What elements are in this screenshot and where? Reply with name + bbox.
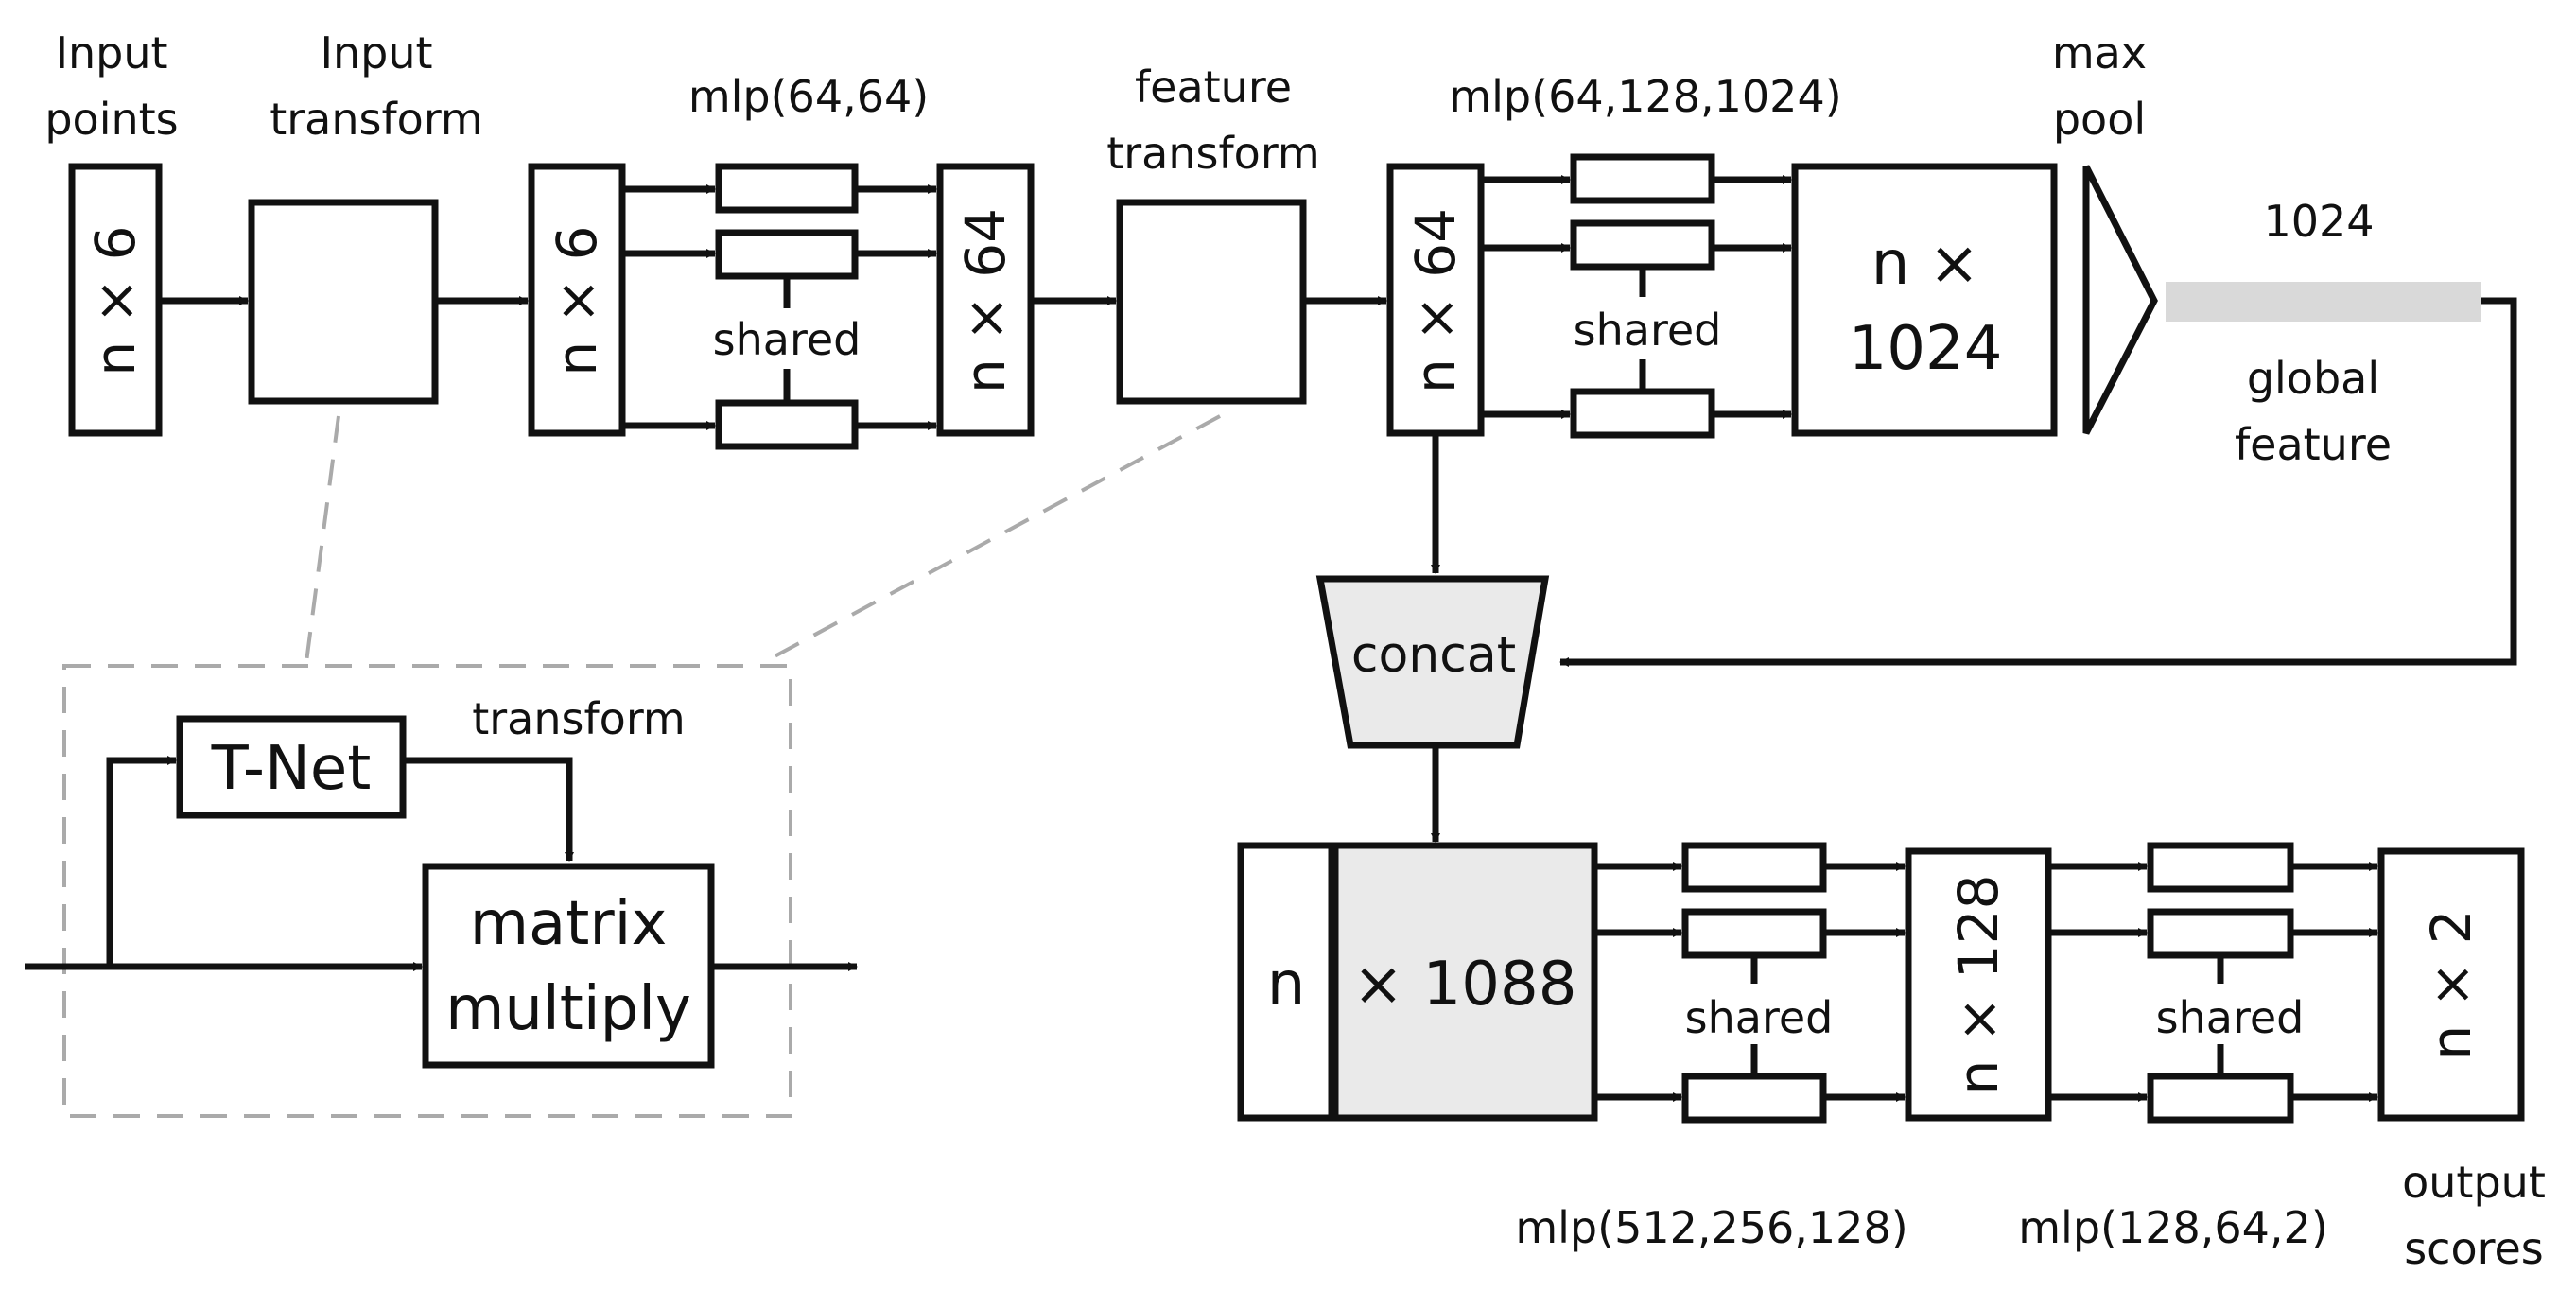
- transformed-points-block: [528, 163, 626, 437]
- input-transform-block: [248, 199, 439, 405]
- max-pool-triangle: [2082, 165, 2158, 435]
- global-feature-label-line2: feature: [2235, 419, 2392, 470]
- tnet-input-branch-arrow: [106, 756, 177, 967]
- seg-1088-label: × 1088: [1353, 950, 1577, 1020]
- features-128-block: [1905, 847, 2052, 1122]
- tnet-label: T-Net: [211, 734, 372, 804]
- matrix-multiply-label-line2: multiply: [445, 974, 691, 1044]
- global-feature-label-line1: global: [2247, 353, 2379, 404]
- callout-line-feature-transform: [763, 414, 1221, 664]
- mlp2-layer-2: [1570, 219, 1715, 271]
- matrix-multiply-label-line1: matrix: [470, 889, 668, 959]
- mlp1-layer-1: [715, 163, 859, 214]
- features-64-dim: n × 64: [953, 208, 1018, 393]
- output-scores-label-line1: output: [2402, 1157, 2546, 1208]
- concat-block: [1315, 575, 1550, 749]
- mlp4-label: mlp(128,64,2): [2018, 1202, 2328, 1253]
- mlp4-layer-1: [2147, 842, 2294, 893]
- feature-transform-block: [1116, 199, 1307, 405]
- features-1024-dim-line1: n ×: [1871, 229, 1980, 299]
- feature-transform-label-line1: feature: [1135, 61, 1292, 113]
- transformed-points-dim: n × 6: [545, 225, 609, 375]
- global-feature-bar: [2166, 282, 2481, 322]
- mlp1-layer-3: [715, 399, 859, 450]
- global-feature-dim: 1024: [2263, 196, 2374, 247]
- mlp4-layer-3: [2147, 1073, 2294, 1124]
- tnet-block: [176, 715, 407, 819]
- matrix-multiply-block: [422, 863, 715, 1069]
- features-1024-dim-line2: 1024: [1849, 314, 2003, 384]
- output-scores-label-line2: scores: [2404, 1223, 2544, 1274]
- features-64-block: [936, 163, 1035, 437]
- seg-1088-block: [1332, 842, 1598, 1122]
- max-pool-label-line1: max: [2052, 27, 2147, 79]
- concat-label: concat: [1351, 627, 1516, 684]
- mlp2-layer-3: [1570, 388, 1715, 439]
- features-1024-block: [1791, 163, 2058, 437]
- input-points-dim: n × 6: [83, 225, 148, 375]
- feature-transform-label-line2: transform: [1106, 128, 1320, 179]
- mlp1-layer-2: [715, 229, 859, 280]
- transformed-features-64-block: [1386, 163, 1485, 437]
- mlp4-layer-2: [2147, 908, 2294, 959]
- output-2-dim: n × 2: [2419, 909, 2483, 1059]
- input-points-block: [68, 163, 163, 437]
- input-transform-label-line1: Input: [320, 27, 432, 79]
- input-transform-label-line2: transform: [270, 94, 483, 145]
- features-128-dim: n × 128: [1946, 875, 2010, 1095]
- output-2-block: [2377, 847, 2525, 1122]
- mlp2-layer-1: [1570, 153, 1715, 204]
- mlp4-shared-label: shared: [2156, 992, 2305, 1043]
- global-feature-to-concat-arrow: [1559, 297, 2517, 667]
- tnet-inset-frame: [62, 664, 792, 1118]
- tnet-transform-arrow: [403, 757, 574, 862]
- mlp2-shared-label: shared: [1574, 305, 1722, 356]
- seg-n-label: n: [1267, 950, 1306, 1020]
- tnet-transform-label: transform: [472, 693, 686, 744]
- max-pool-label-line2: pool: [2053, 94, 2146, 145]
- mlp1-shared-label: shared: [713, 314, 862, 365]
- input-points-label-line1: Input: [55, 27, 167, 79]
- mlp3-layer-2: [1681, 908, 1827, 959]
- seg-n-block: [1237, 842, 1335, 1122]
- input-points-label-line2: points: [44, 94, 178, 145]
- mlp1-label: mlp(64,64): [688, 71, 929, 122]
- mlp3-layer-1: [1681, 842, 1827, 893]
- mlp3-shared-label: shared: [1685, 992, 1834, 1043]
- callout-line-input-transform: [305, 415, 340, 663]
- mlp2-label: mlp(64,128,1024): [1449, 71, 1841, 122]
- transformed-features-64-dim: n × 64: [1403, 208, 1468, 393]
- mlp3-layer-3: [1681, 1073, 1827, 1124]
- mlp3-label: mlp(512,256,128): [1515, 1202, 1907, 1253]
